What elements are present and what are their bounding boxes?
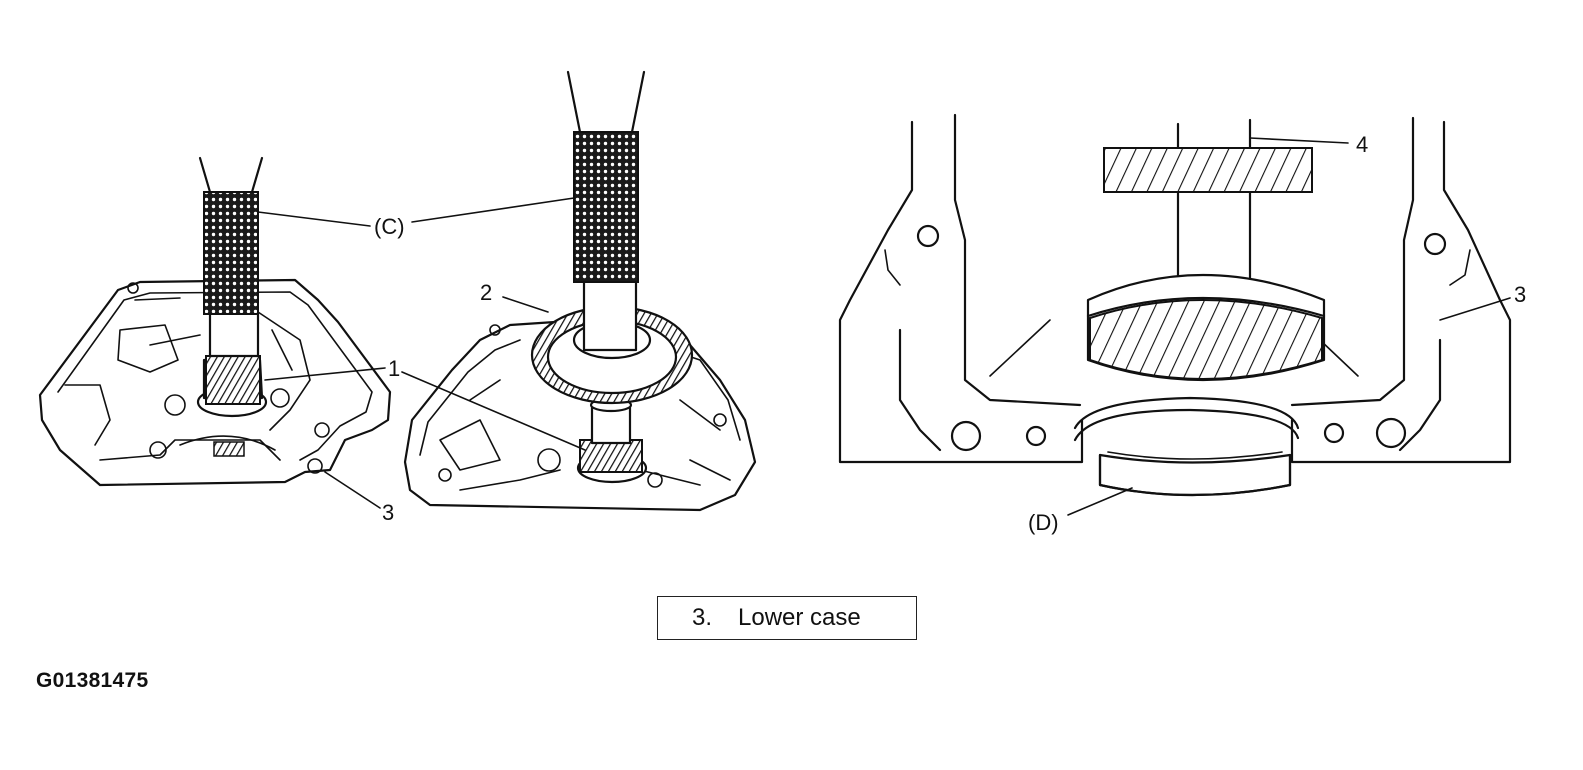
callout-tool-d: (D) (1028, 510, 1059, 535)
callout-part-2: 2 (480, 280, 492, 305)
callout-part-1: 1 (388, 356, 400, 381)
figure-id: G01381475 (36, 669, 149, 692)
caption-text: Lower case (738, 604, 861, 631)
left-case-figure (38, 156, 392, 487)
legend-caption-box: 3. Lower case (657, 596, 917, 640)
callout-part-4: 4 (1356, 132, 1368, 157)
middle-case-figure (403, 70, 757, 512)
leader-lines (257, 137, 1511, 516)
caption-number: 3. (692, 604, 713, 631)
right-case-section (838, 113, 1512, 497)
callout-tool-c: (C) (374, 214, 405, 239)
callout-part-3-left: 3 (382, 500, 394, 525)
callout-part-3-right: 3 (1514, 282, 1526, 307)
